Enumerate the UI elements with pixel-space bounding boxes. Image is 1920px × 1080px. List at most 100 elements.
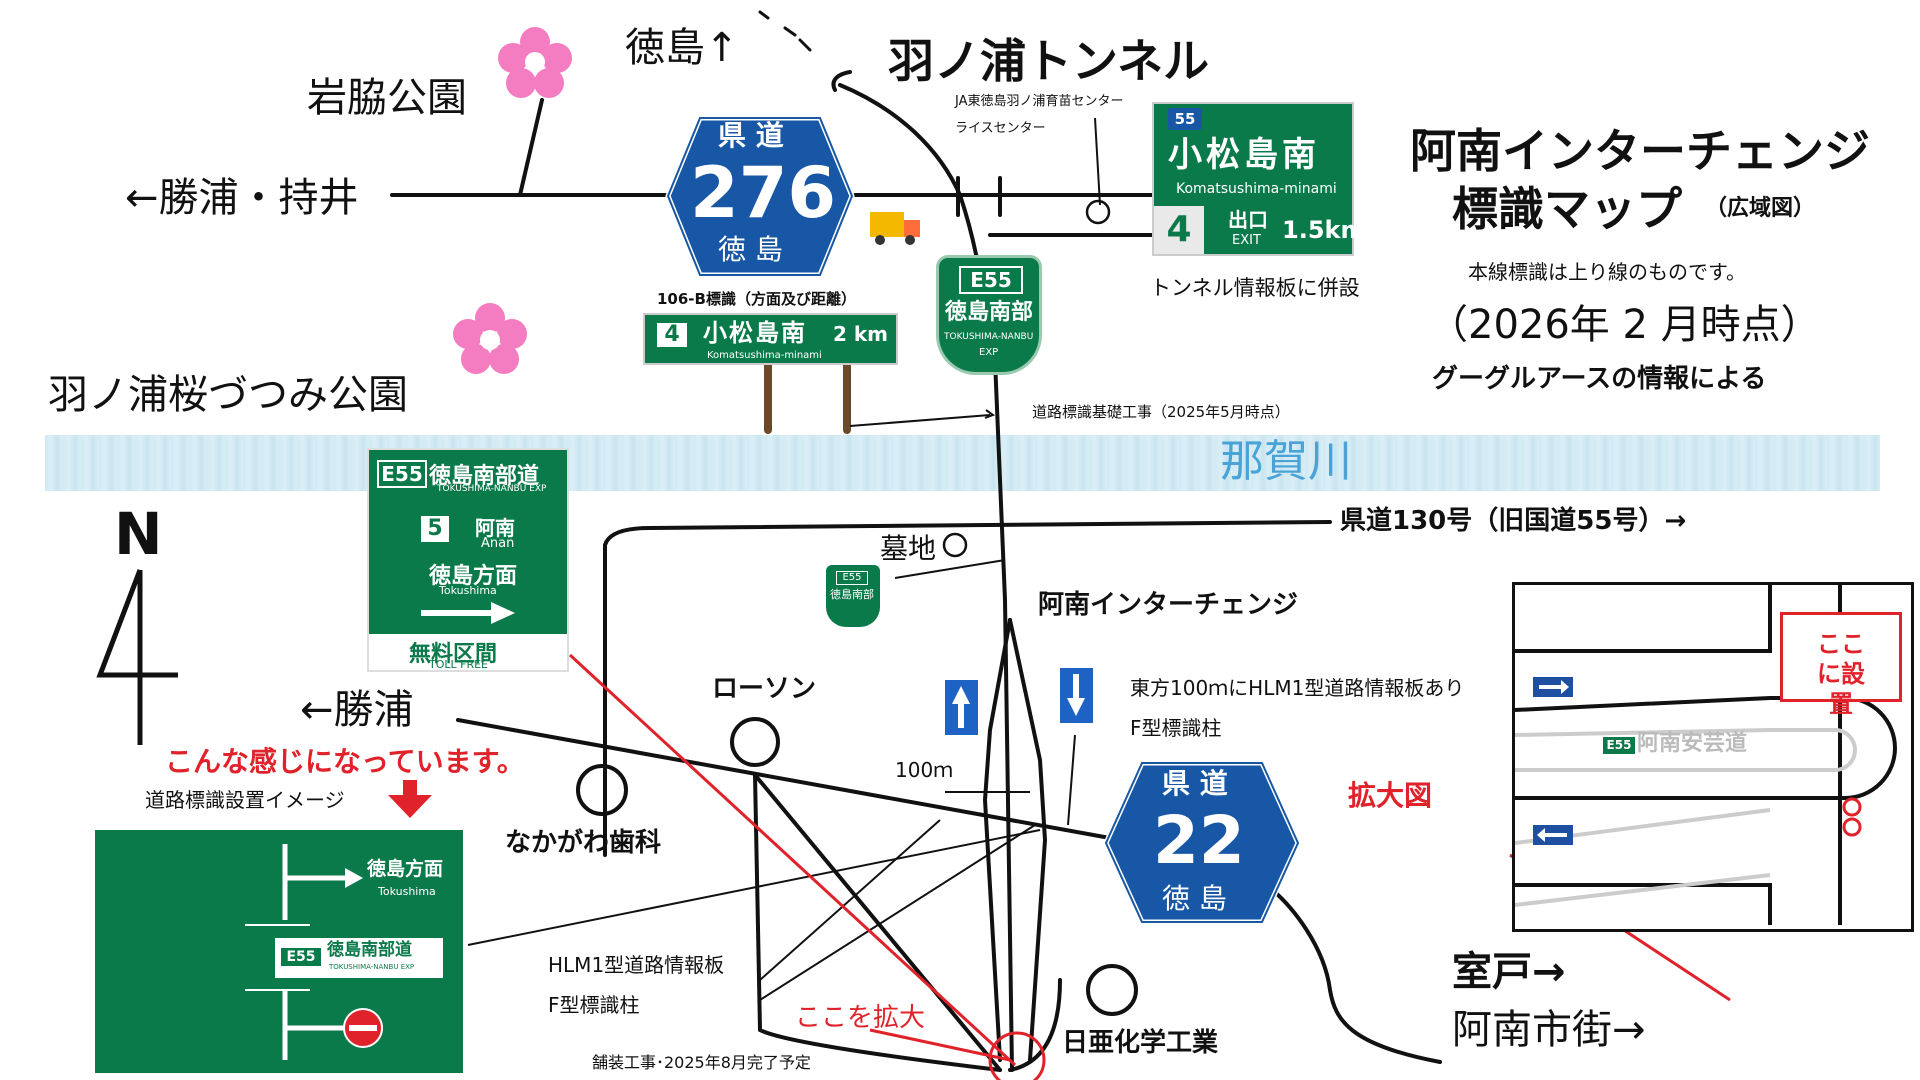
image-name: 徳島南部道 xyxy=(327,940,412,960)
dir-sign-dest1: 阿南 xyxy=(475,516,515,540)
label-bochi: 墓地 xyxy=(880,532,937,565)
label-nichia: 日亜化学工業 xyxy=(1062,1028,1219,1058)
river-label: 那賀川 xyxy=(1220,436,1352,487)
pointer-hlm1 xyxy=(759,819,941,981)
circle-marker-icon xyxy=(1842,797,1862,837)
dist-sign-dist: 2 km xyxy=(833,322,889,346)
zoom-road-name: 阿南安芸道 xyxy=(1637,731,1748,756)
map-title-line1: 阿南インターチェンジ xyxy=(1410,124,1870,178)
up-arrow-icon xyxy=(945,680,978,735)
exit-sign-roman: Komatsushima-minami xyxy=(1176,181,1337,197)
dir-sign-name: 徳島南部道 xyxy=(429,464,540,489)
note-100m: 100ｍ xyxy=(895,758,954,782)
note-zoom-here: ここを拡大 xyxy=(795,1003,926,1033)
label-prefroad130: 県道130号（旧国道55号）→ xyxy=(1340,506,1687,536)
label-tokushima-up: 徳島↑ xyxy=(625,25,739,71)
note-east100: 東方100ｍにHLM1型道路情報板あり xyxy=(1130,676,1465,700)
red-down-arrow xyxy=(388,795,432,818)
image-code: E55 xyxy=(281,948,321,966)
sakura-icon-2 xyxy=(453,303,527,374)
route22-top: 県 道 xyxy=(1162,767,1228,800)
label-north: N xyxy=(114,500,163,568)
route276-number: 276 xyxy=(690,152,837,234)
exit-number: 4 xyxy=(1154,206,1204,254)
dist-sign-name: 小松島南 xyxy=(703,319,807,347)
map-note: 本線標識は上り線のものです。 xyxy=(1468,260,1746,284)
dir-sign-dest1-en: Anan xyxy=(481,536,515,551)
truck-icon xyxy=(870,212,920,245)
map-date: （2026年 2 月時点） xyxy=(1428,302,1821,348)
label-nakagawa: なかがわ歯科 xyxy=(505,828,662,858)
dir-sign-roman: TOKUSHIMA-NANBU EXP xyxy=(437,484,547,494)
zoom-road-code: E55 xyxy=(1603,737,1635,754)
road-130 xyxy=(603,520,1332,857)
label-lawson: ローソン xyxy=(712,674,817,704)
exit-sign-name: 小松島南 xyxy=(1168,135,1320,175)
note-like-this: こんな感じになっています。 xyxy=(165,745,525,778)
road-katsuura xyxy=(456,718,1112,840)
dir-sign-toll-jp: 無料区間 xyxy=(409,642,498,667)
exit-route-badge: 55 xyxy=(1168,108,1202,130)
naka-river xyxy=(45,435,1880,491)
note-f-pillar-2: F型標識柱 xyxy=(548,993,640,1017)
e55-badge-exp: EXP xyxy=(979,347,999,358)
north-arrow xyxy=(96,569,178,745)
iwaki-leader xyxy=(518,98,544,197)
pointer-image xyxy=(467,829,1041,946)
no-entry-icon xyxy=(343,1008,383,1048)
image-roman: TOKUSHIMA-NANBU EXP xyxy=(329,963,415,971)
route22-bottom: 徳 島 xyxy=(1162,882,1227,915)
image-dest: 徳島方面 xyxy=(367,858,444,880)
road-muroto xyxy=(1258,878,1442,1064)
label-katsuura-mochii: ←勝浦・持井 xyxy=(125,175,359,221)
label-tunnel: 羽ノ浦トンネル xyxy=(888,34,1210,88)
label-ja-1: JA東徳島羽ノ浦育苗センター xyxy=(955,94,1124,109)
red-link xyxy=(568,653,1017,1067)
exit-en: EXIT xyxy=(1232,233,1261,248)
label-muroto: 室戸→ xyxy=(1452,949,1566,995)
note-foundation: 道路標識基礎工事（2025年5月時点） xyxy=(1032,403,1290,421)
e55-badge-roman: TOKUSHIMA-NANBU xyxy=(944,332,1034,342)
dist-sign-number: 4 xyxy=(657,323,687,347)
label-anan-ic: 阿南インターチェンジ xyxy=(1038,590,1299,620)
dir-sign-dest2-en: Tokushima xyxy=(439,584,497,597)
note-106b: 106-B標識（方面及び距離） xyxy=(657,290,856,308)
bochi-marker xyxy=(942,532,968,558)
dist-sign-roman: Komatsushima-minami xyxy=(707,350,822,361)
e55-small-badge: E55 徳島南部 xyxy=(826,565,880,627)
zoom-target-circle xyxy=(988,1031,1046,1080)
road-ns xyxy=(993,358,1014,1072)
install-here-box: ここに設置 xyxy=(1780,612,1902,718)
label-iwaki-park: 岩脇公園 xyxy=(307,75,467,121)
exit-jp: 出口 xyxy=(1228,208,1268,232)
exit-distance: 1.5km xyxy=(1282,216,1366,244)
label-katsuura: ←勝浦 xyxy=(300,687,414,733)
route276-top: 県 道 xyxy=(718,119,784,152)
zoom-left-arrow-icon xyxy=(1533,825,1573,845)
note-f-pillar-1: F型標識柱 xyxy=(1130,716,1222,740)
e55-small-code: E55 xyxy=(836,571,868,585)
pointer-ja xyxy=(1094,117,1101,206)
note-paving: 舗装工事･2025年8月完了予定 xyxy=(592,1053,811,1072)
pointer-bochi xyxy=(894,559,1006,579)
map-source: グーグルアースの情報による xyxy=(1432,364,1767,394)
down-arrow-icon xyxy=(1060,668,1093,723)
e55-small-name: 徳島南部 xyxy=(830,588,874,601)
exit-sign: 55 小松島南 Komatsushima-minami 4 出口 EXIT 1.… xyxy=(1152,102,1365,256)
install-here-text: ここに設置 xyxy=(1817,630,1865,718)
map-title-line2: 標識マップ xyxy=(1452,182,1682,236)
note-tunnel-board: トンネル情報板に併設 xyxy=(1150,276,1360,300)
e55-badge-name: 徳島南部 xyxy=(945,300,1034,325)
dir-sign-number: 5 xyxy=(421,516,449,542)
sakura-icon-1 xyxy=(498,27,572,98)
ja-marker xyxy=(1085,199,1111,225)
e55-badge: E55 徳島南部 TOKUSHIMA-NANBU EXP xyxy=(936,255,1042,375)
note-zoom-map: 拡大図 xyxy=(1348,779,1433,812)
dir-sign-dest2: 徳島方面 xyxy=(429,564,518,589)
label-sakura-park: 羽ノ浦桜づつみ公園 xyxy=(48,372,408,418)
lawson-marker xyxy=(730,717,780,767)
nichia-marker xyxy=(1086,964,1138,1016)
route276-bottom: 徳 島 xyxy=(718,233,783,266)
distance-sign-106b: 4 小松島南 2 km Komatsushima-minami xyxy=(643,313,898,365)
